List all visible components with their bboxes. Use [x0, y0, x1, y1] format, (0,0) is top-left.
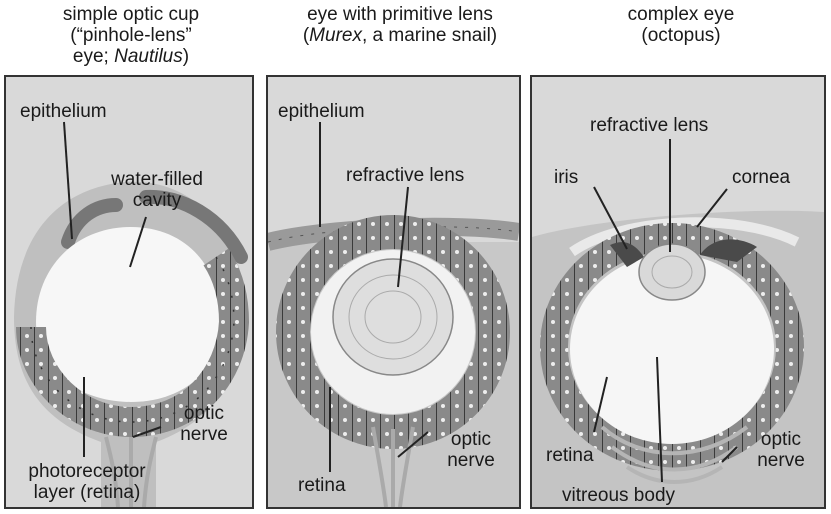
panel-complex-eye: refractive lens iris cornea retina optic… [530, 75, 826, 509]
panel-complex-heading: complex eye (octopus) [545, 4, 817, 46]
panel-primitive-lens-heading: eye with primitive lens (Murex, a marine… [262, 4, 538, 46]
label-retina: retina [298, 475, 346, 496]
heading-line: (“pinhole-lens” [0, 25, 262, 46]
heading-line: (Murex, a marine snail) [262, 25, 538, 46]
label-epithelium: epithelium [278, 101, 365, 122]
label-line: water-filled [102, 169, 212, 190]
label-epithelium: epithelium [20, 101, 107, 122]
label-optic-nerve: optic nerve [742, 429, 820, 471]
label-line: layer (retina) [12, 482, 162, 503]
label-iris: iris [554, 167, 578, 188]
label-line: optic [166, 403, 242, 424]
label-refractive-lens: refractive lens [346, 165, 464, 186]
label-line: photoreceptor [12, 461, 162, 482]
label-line: nerve [742, 450, 820, 471]
label-retina: retina [546, 445, 594, 466]
heading-line: simple optic cup [0, 4, 262, 25]
heading-line: complex eye [545, 4, 817, 25]
heading-species: eye; Nautilus) [73, 46, 189, 67]
refractive-lens [333, 259, 453, 375]
label-line: nerve [433, 450, 509, 471]
label-photoreceptor-layer: photoreceptor layer (retina) [12, 461, 162, 503]
refractive-lens [639, 244, 705, 300]
label-line: cavity [102, 190, 212, 211]
panel-primitive-lens-eye: epithelium refractive lens optic nerve r… [266, 75, 521, 509]
label-line: optic [742, 429, 820, 450]
panel-pinhole-heading: simple optic cup (“pinhole-lens” eye; Na… [0, 4, 262, 67]
label-water-filled-cavity: water-filled cavity [102, 169, 212, 211]
heading-line: (octopus) [545, 25, 817, 46]
label-refractive-lens: refractive lens [590, 115, 708, 136]
label-optic-nerve: optic nerve [166, 403, 242, 445]
label-line: nerve [166, 424, 242, 445]
panel-pinhole-eye: epithelium water-filled cavity optic ner… [4, 75, 254, 509]
label-vitreous-body: vitreous body [562, 485, 675, 506]
label-line: optic [433, 429, 509, 450]
label-optic-nerve: optic nerve [433, 429, 509, 471]
heading-line: eye; Nautilus) [0, 46, 262, 67]
label-cornea: cornea [732, 167, 790, 188]
heading-line: eye with primitive lens [262, 4, 538, 25]
